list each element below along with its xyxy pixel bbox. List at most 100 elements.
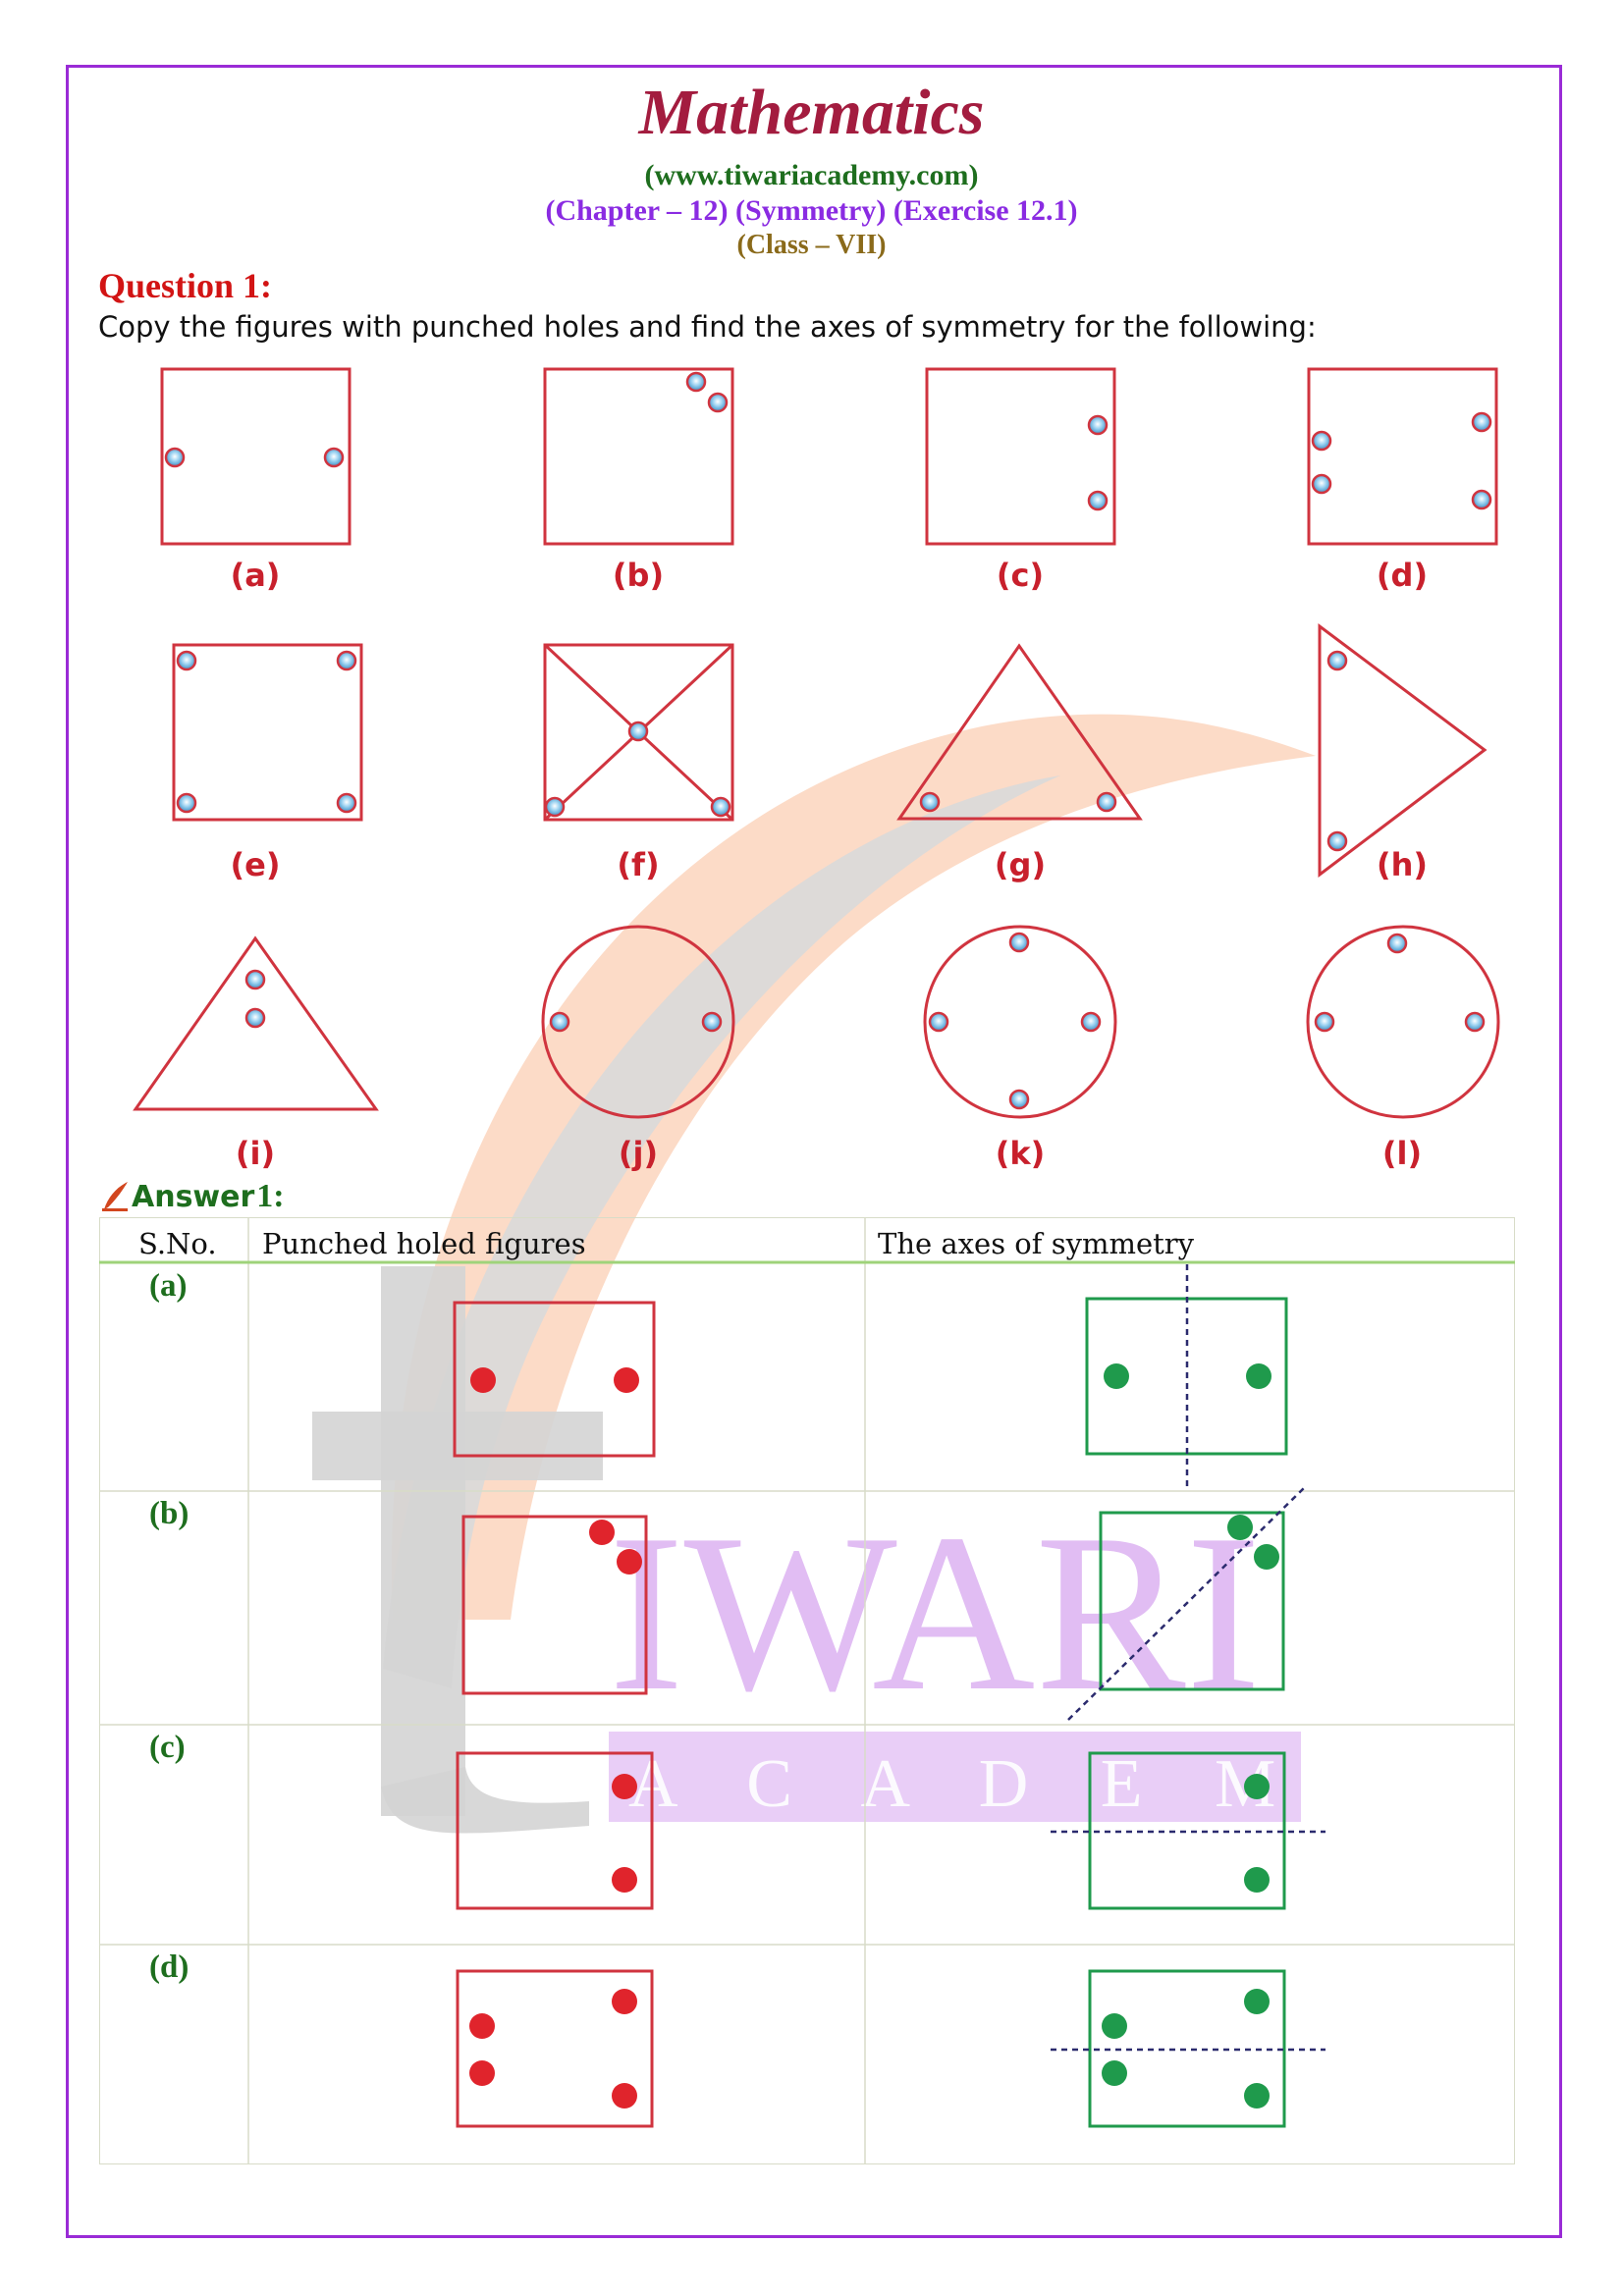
figure-f-square bbox=[543, 643, 734, 822]
figure-a-hole bbox=[323, 447, 345, 468]
figure-j-circle bbox=[541, 925, 735, 1119]
figure-j-hole bbox=[549, 1011, 570, 1033]
figure-label-l: (l) bbox=[1381, 1135, 1423, 1172]
page-border bbox=[66, 65, 1562, 2238]
answer-d-punched-hole bbox=[612, 2083, 637, 2109]
answer-table bbox=[99, 1217, 1515, 2164]
figure-a-square bbox=[160, 367, 352, 546]
figure-l-hole bbox=[1314, 1011, 1335, 1033]
figure-d-hole bbox=[1311, 473, 1332, 495]
figure-label-b: (b) bbox=[612, 557, 665, 594]
figure-k-hole bbox=[1008, 932, 1030, 953]
figure-label-e: (e) bbox=[230, 846, 281, 883]
answer-d-punched-hole bbox=[612, 1989, 637, 2014]
figure-h-hole bbox=[1326, 650, 1348, 671]
row-label-c: (c) bbox=[149, 1730, 186, 1765]
figure-e-hole bbox=[336, 792, 357, 814]
answer-d-punched-square bbox=[456, 1969, 654, 2128]
figure-h-triangle bbox=[1318, 623, 1488, 879]
answer-c-axes-square bbox=[1088, 1751, 1286, 1910]
table-header-figures: Punched holed figures bbox=[262, 1227, 586, 1260]
figure-e-hole bbox=[176, 792, 197, 814]
row-label-b: (b) bbox=[149, 1496, 189, 1531]
question-text: Copy the figures with punched holes and … bbox=[98, 310, 1317, 344]
figure-c-square bbox=[925, 367, 1116, 546]
figure-k-hole bbox=[928, 1011, 949, 1033]
answer-heading: Answer 1: bbox=[100, 1178, 285, 1215]
figure-k-hole bbox=[1080, 1011, 1102, 1033]
figure-label-d: (d) bbox=[1376, 557, 1429, 594]
figure-l-hole bbox=[1386, 933, 1408, 954]
answer-b-symmetry-axis bbox=[1067, 1485, 1307, 1721]
answer-d-punched-hole bbox=[469, 2060, 495, 2086]
answer-d-axes-hole bbox=[1244, 2083, 1270, 2109]
figure-g-triangle bbox=[896, 643, 1143, 821]
figure-b-hole bbox=[685, 371, 707, 393]
answer-d-axes-square bbox=[1088, 1969, 1286, 2128]
figure-a-hole bbox=[164, 447, 186, 468]
figure-label-j: (j) bbox=[618, 1135, 659, 1172]
class-info: (Class – VII) bbox=[736, 230, 887, 260]
answer-b-punched-hole bbox=[617, 1549, 642, 1575]
row-label-d: (d) bbox=[149, 1949, 189, 1985]
figure-b-square bbox=[543, 367, 734, 546]
figure-j-hole bbox=[701, 1011, 723, 1033]
chapter-info: (Chapter – 12) (Symmetry) (Exercise 12.1… bbox=[545, 194, 1078, 227]
figure-label-a: (a) bbox=[230, 557, 281, 594]
figure-d-hole bbox=[1471, 489, 1492, 510]
figure-e-square bbox=[172, 643, 363, 822]
figure-d-square bbox=[1307, 367, 1498, 546]
answer-d-punched-hole bbox=[469, 2013, 495, 2039]
figure-g-hole bbox=[919, 791, 941, 813]
answer-b-punched-square bbox=[461, 1515, 648, 1695]
figure-i-hole bbox=[244, 1007, 266, 1029]
answer-a-axes-hole bbox=[1246, 1363, 1271, 1389]
answer-d-axes-hole bbox=[1102, 2060, 1127, 2086]
figure-d-hole bbox=[1311, 430, 1332, 452]
answer-b-punched-hole bbox=[589, 1520, 615, 1545]
figure-k-circle bbox=[923, 925, 1117, 1119]
figure-d-hole bbox=[1471, 411, 1492, 433]
answer-d-axes-hole bbox=[1102, 2013, 1127, 2039]
figure-h-hole bbox=[1326, 830, 1348, 852]
figure-label-k: (k) bbox=[995, 1135, 1046, 1172]
figure-i-triangle bbox=[133, 935, 379, 1111]
figure-e-hole bbox=[176, 650, 197, 671]
figure-b-hole bbox=[707, 392, 729, 413]
answer-label: Answer bbox=[132, 1179, 255, 1214]
figure-label-h: (h) bbox=[1376, 846, 1429, 883]
table-header-axes: The axes of symmetry bbox=[878, 1227, 1195, 1260]
figure-f-hole bbox=[544, 796, 566, 818]
answer-b-axes-hole bbox=[1227, 1515, 1253, 1540]
figure-c-hole bbox=[1087, 414, 1109, 436]
figure-e-hole bbox=[336, 650, 357, 671]
answer-c-punched-hole bbox=[612, 1774, 637, 1799]
website-link[interactable]: (www.tiwariacademy.com) bbox=[644, 159, 979, 191]
question-heading: Question 1: bbox=[98, 266, 273, 305]
answer-a-punched-hole bbox=[614, 1367, 639, 1393]
row-label-a: (a) bbox=[149, 1268, 188, 1304]
answer-c-axes-hole bbox=[1244, 1867, 1270, 1893]
answer-number: 1: bbox=[256, 1178, 285, 1214]
answer-b-axes-square bbox=[1099, 1511, 1285, 1691]
page-title: Mathematics bbox=[638, 77, 985, 148]
figure-l-hole bbox=[1464, 1011, 1486, 1033]
figure-l-circle bbox=[1306, 925, 1500, 1119]
figure-label-f: (f) bbox=[617, 846, 660, 883]
figure-i-hole bbox=[244, 969, 266, 990]
answer-a-punched-hole bbox=[470, 1367, 496, 1393]
figure-k-hole bbox=[1008, 1089, 1030, 1110]
figure-label-i: (i) bbox=[235, 1135, 276, 1172]
figure-label-c: (c) bbox=[996, 557, 1045, 594]
figure-f-hole bbox=[710, 796, 731, 818]
answer-d-axes-hole bbox=[1244, 1989, 1270, 2014]
figure-f-hole bbox=[627, 721, 649, 742]
figure-g-hole bbox=[1096, 791, 1117, 813]
figure-label-g: (g) bbox=[994, 846, 1047, 883]
answer-a-axes-hole bbox=[1104, 1363, 1129, 1389]
table-header-sno: S.No. bbox=[138, 1227, 217, 1260]
figure-c-hole bbox=[1087, 490, 1109, 511]
